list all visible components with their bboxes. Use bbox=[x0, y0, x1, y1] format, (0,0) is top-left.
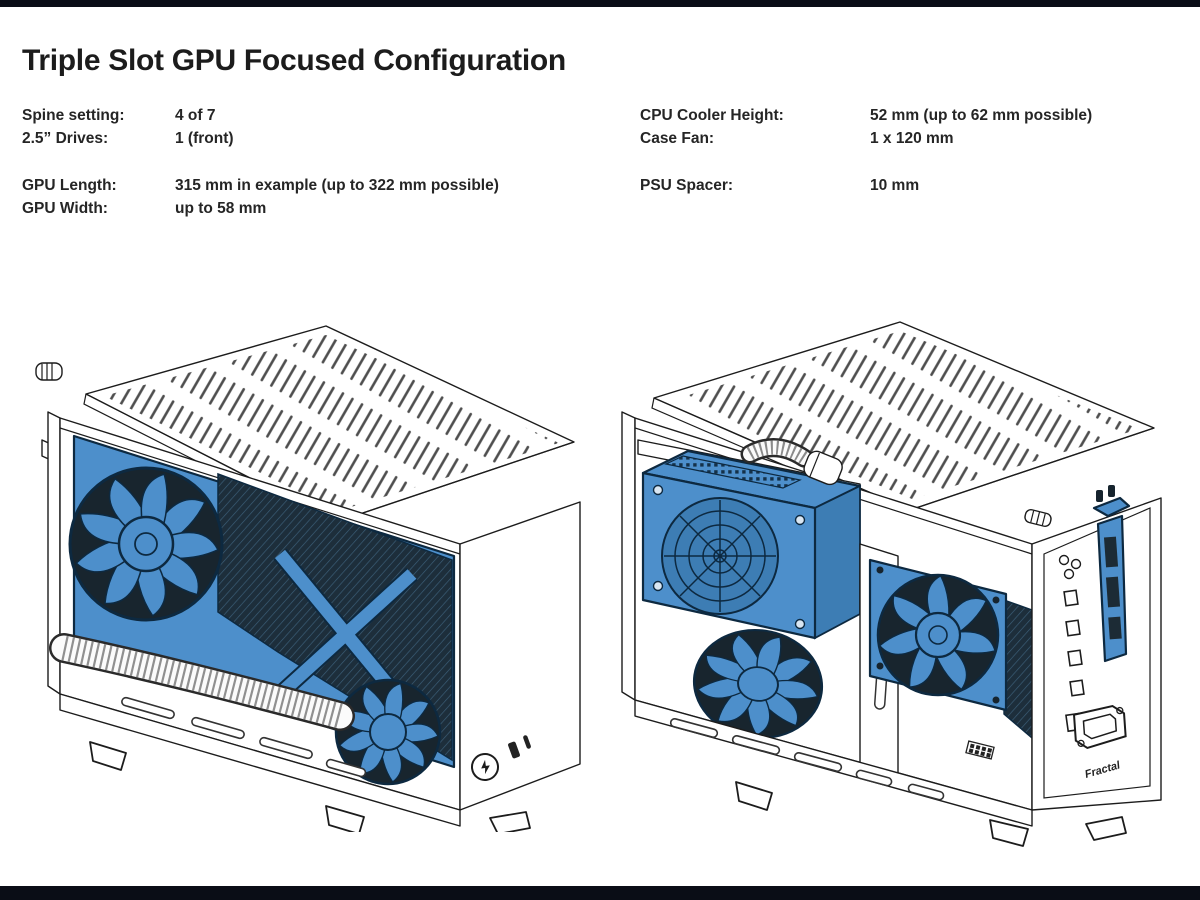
spec-row-case-fan: Case Fan: 1 x 120 mm bbox=[640, 127, 1092, 150]
spec-value: 1 x 120 mm bbox=[870, 130, 954, 147]
spec-group-left: Spine setting: 4 of 7 2.5” Drives: 1 (fr… bbox=[22, 104, 499, 220]
spec-value: 315 mm in example (up to 322 mm possible… bbox=[175, 177, 499, 194]
page-title: Triple Slot GPU Focused Configuration bbox=[22, 44, 566, 77]
gpu-secondary-fan bbox=[334, 678, 442, 786]
bottom-tray bbox=[59, 693, 461, 827]
bottom-case-fan bbox=[692, 628, 824, 740]
spec-group-right: CPU Cooler Height: 52 mm (up to 62 mm po… bbox=[640, 104, 1092, 197]
gpu bbox=[68, 434, 456, 786]
left-case-illustration bbox=[35, 325, 581, 832]
spec-label: Spine setting: bbox=[22, 107, 125, 124]
spec-value: up to 58 mm bbox=[175, 200, 267, 217]
spec-value: 4 of 7 bbox=[175, 107, 216, 124]
spec-label: PSU Spacer: bbox=[640, 177, 734, 194]
spec-value: 10 mm bbox=[870, 177, 920, 194]
atx-connector bbox=[965, 740, 995, 760]
case-feet bbox=[89, 741, 531, 832]
spec-value: 1 (front) bbox=[175, 130, 234, 147]
cable-conduit bbox=[49, 633, 355, 731]
front-panel bbox=[459, 501, 581, 811]
usb-a-port-icon bbox=[508, 741, 520, 759]
spec-label: 2.5” Drives: bbox=[22, 130, 109, 147]
spec-label: CPU Cooler Height: bbox=[640, 107, 784, 124]
thumbscrew-icon bbox=[35, 362, 63, 381]
gpu-fan bbox=[68, 466, 224, 622]
top-border-bar bbox=[0, 0, 1200, 7]
psu-screws bbox=[652, 484, 806, 630]
spec-label: Case Fan: bbox=[640, 130, 715, 147]
gpu-bracket bbox=[1092, 485, 1131, 663]
psu bbox=[641, 438, 862, 640]
power-button-icon bbox=[471, 753, 499, 781]
right-case-illustration: Fractal bbox=[621, 321, 1162, 847]
spec-value: 52 mm (up to 62 mm possible) bbox=[870, 107, 1093, 124]
spec-row-cooler-height: CPU Cooler Height: 52 mm (up to 62 mm po… bbox=[640, 104, 1092, 127]
audio-jacks bbox=[1058, 554, 1082, 580]
spec-row-gpu-width: GPU Width: up to 58 mm bbox=[22, 197, 499, 220]
spec-row-spine: Spine setting: 4 of 7 bbox=[22, 104, 499, 127]
case-feet bbox=[735, 781, 1127, 847]
psu-fan-grille bbox=[661, 497, 779, 615]
cpu-heatsink bbox=[1003, 599, 1033, 740]
thumbscrew-icon bbox=[1024, 509, 1052, 527]
spec-label: GPU Length: bbox=[22, 177, 117, 194]
spec-row-psu-spacer: PSU Spacer: 10 mm bbox=[640, 174, 1092, 197]
rear-io-panel: Fractal bbox=[1024, 485, 1162, 811]
usb-c-port-icon bbox=[523, 735, 531, 749]
bottom-border-bar bbox=[0, 886, 1200, 900]
case-fan bbox=[868, 558, 1008, 712]
spec-row-gpu-length: GPU Length: 315 mm in example (up to 322… bbox=[22, 174, 499, 197]
psu-cable bbox=[740, 438, 843, 486]
ac-inlet-icon bbox=[1072, 705, 1127, 750]
bottom-tray bbox=[634, 699, 1033, 827]
spec-label: GPU Width: bbox=[22, 200, 108, 217]
spec-row-drives: 2.5” Drives: 1 (front) bbox=[22, 127, 499, 150]
psu-side bbox=[814, 484, 861, 640]
